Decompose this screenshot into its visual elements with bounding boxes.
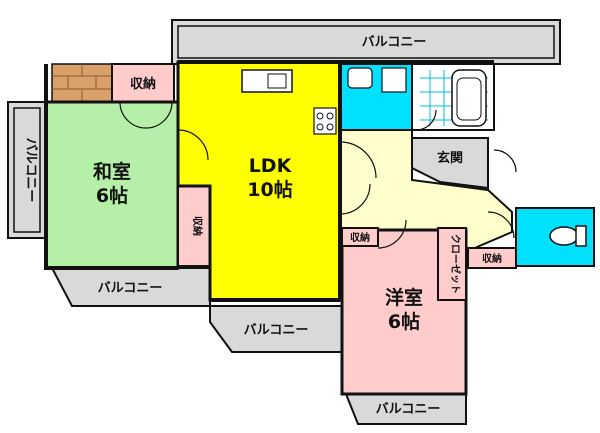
yoshitsu-size: 6帖 [388, 310, 420, 333]
sink-icon [347, 67, 373, 89]
doors [119, 101, 517, 249]
storage-label-hall: 収納 [482, 252, 502, 265]
ldk-size: 10帖 [247, 178, 292, 201]
storage-label-yoshitsu: 収納 [350, 231, 370, 244]
storage-label-top: 収納 [130, 76, 156, 92]
genkan-area [411, 137, 489, 190]
washitsu-room [44, 100, 180, 270]
genkan-label: 玄関 [437, 150, 463, 166]
balcony-label-bottom-left: バルコニー [98, 281, 163, 296]
storage-label-side: 収納 [191, 216, 204, 236]
balcony-top [171, 19, 561, 65]
yoshitsu-name: 洋室 [385, 286, 423, 309]
washroom-fixtures [347, 67, 407, 93]
rooms [44, 60, 595, 396]
closet-label: クローゼット [449, 234, 462, 294]
washer-icon [381, 67, 407, 93]
toilet-icon [549, 226, 579, 246]
washitsu-size: 6帖 [96, 184, 128, 207]
balcony-bottom-mid [209, 305, 345, 353]
stove-icon [313, 107, 337, 135]
ldk-name: LDK [249, 155, 293, 177]
balcony-label-bottom-right: バルコニー [376, 402, 441, 417]
balcony-label-left: バルコニー [23, 138, 38, 203]
storage-hall-right [467, 247, 517, 269]
kitchen-counter [241, 69, 337, 135]
labels: 和室 6帖 LDK 10帖 洋室 6帖 玄関 収納 収納 収納 収納 クローゼッ… [23, 35, 502, 417]
closet [437, 227, 467, 301]
balcony-label-top: バルコニー [362, 35, 427, 50]
balconies [7, 19, 561, 425]
balcony-label-bottom-mid: バルコニー [244, 323, 309, 338]
washitsu-name: 和室 [93, 160, 131, 183]
yoshitsu-room [340, 228, 468, 396]
walls [44, 60, 494, 302]
